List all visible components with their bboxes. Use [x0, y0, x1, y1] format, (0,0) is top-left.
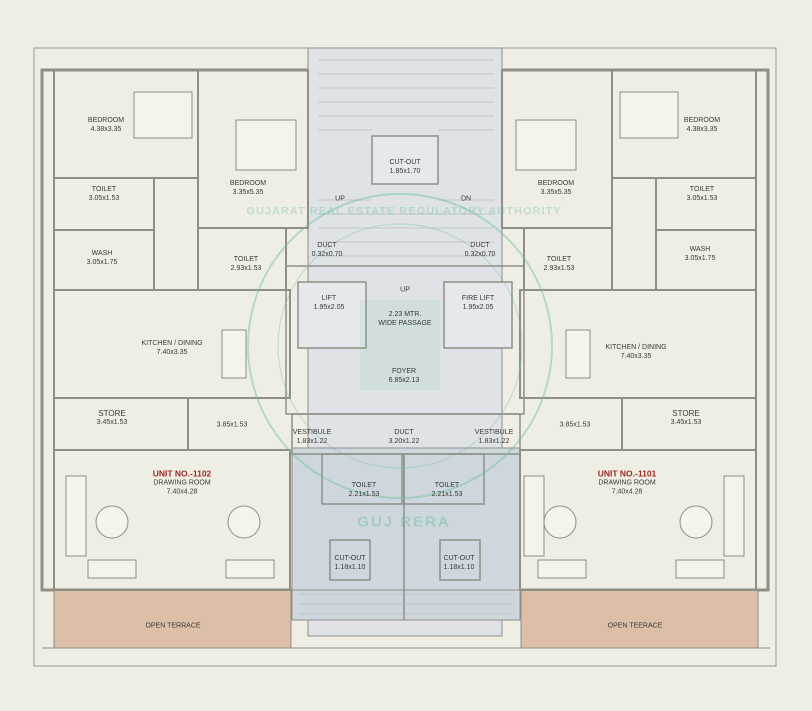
stair-dn-label: DN — [460, 195, 472, 203]
left-unit-walls — [53, 69, 309, 591]
lift-up-label: UP — [400, 286, 410, 294]
watermark-ring-text: GUJARAT REAL ESTATE REGULATORY AUTHORITY — [246, 205, 562, 218]
room-passage: 2.23 MTR.WIDE PASSAGE — [378, 311, 432, 327]
terrace-right — [520, 589, 759, 649]
lower-core — [291, 447, 521, 621]
terrace-left-label: OPEN TERRACE — [145, 622, 201, 630]
passage-dim-right: 3.85x1.53 — [559, 421, 591, 429]
furniture-dining — [221, 329, 591, 379]
furniture-beds — [133, 91, 679, 171]
watermark-text: GUJ RERA — [357, 513, 451, 531]
stair-treads — [300, 59, 512, 615]
terrace-left — [53, 589, 292, 649]
furniture-sofas — [65, 475, 745, 579]
right-unit-walls — [501, 69, 757, 591]
terrace-right-label: OPEN TEERACE — [607, 622, 663, 630]
stair-up-label: UP — [335, 195, 345, 203]
core-walls — [285, 135, 525, 620]
rera-watermark — [247, 193, 553, 499]
passage-dim-left: 3.85x1.53 — [216, 421, 248, 429]
